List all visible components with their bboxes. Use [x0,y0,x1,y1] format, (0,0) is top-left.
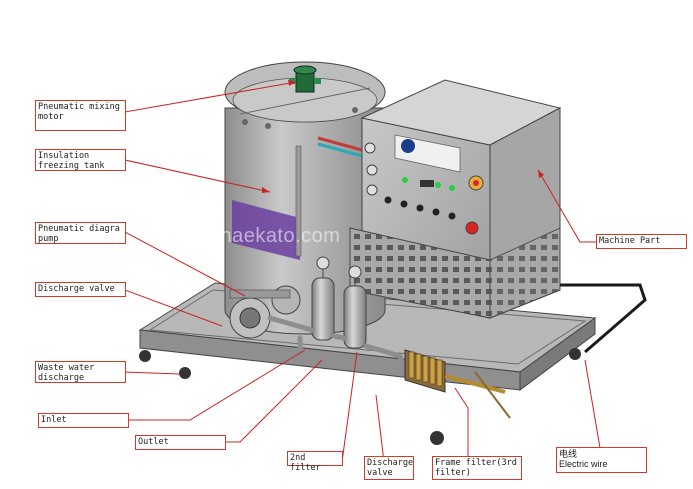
label-machine-part: Machine Part [596,234,687,249]
label-pneumatic-mixing-motor: Pneumatic mixing motor [35,100,126,131]
frame-filter [404,349,511,419]
leader-lines [124,81,601,463]
label-insulation-freezing-tank: Insulation freezing tank [35,149,126,171]
electric-wire-cable [560,283,647,354]
label-pneumatic-diaphragm-pump: Pneumatic diagra pump [35,222,126,244]
label-discharge-valve-2: Discharge valve [364,456,414,480]
casters [139,348,581,445]
second-filter [311,256,367,349]
label-frame-filter: Frame filter(3rd filter) [432,456,522,480]
diaphragm-pump [229,285,301,339]
label-2nd-filter: 2nd filter [287,451,343,473]
watermark-text: sinaekato.com [205,225,341,247]
machine-cabinet [349,79,562,319]
label-waste-water-discharge: Waste water discharge [35,361,126,383]
label-inlet: Inlet [38,413,129,428]
label-discharge-valve: Discharge valve [35,282,126,297]
label-electric-wire: 电线 Electric wire [556,447,647,473]
coolant-pipes [317,136,363,158]
leader-arrowheads [262,80,544,193]
mixing-motor [289,65,321,93]
label-outlet: Outlet [135,435,226,450]
